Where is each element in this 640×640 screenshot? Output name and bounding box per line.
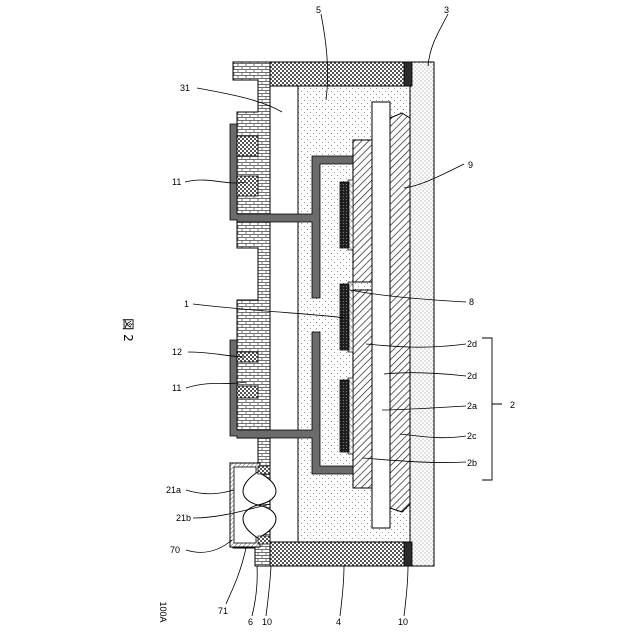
label-9: 9 (468, 160, 473, 170)
semiconductor-chip-3 (340, 380, 349, 452)
label-70: 70 (170, 545, 180, 555)
figure-reference: 100A (158, 601, 168, 622)
label-2c: 2c (467, 431, 477, 441)
sealing-strip-bottom (270, 542, 410, 566)
figure-title: 図 2 (121, 318, 135, 341)
substrate-core (372, 102, 390, 528)
terminal-fitting-2 (237, 176, 258, 196)
bonding-layer (390, 113, 410, 512)
leader-4 (340, 566, 344, 616)
leader-6 (252, 566, 257, 616)
valve-seal-bottom (258, 536, 270, 544)
leader-71 (226, 548, 246, 604)
label-2d-2: 2d (467, 371, 477, 381)
label-12: 12 (172, 347, 182, 357)
label-31: 31 (180, 83, 190, 93)
adhesive-top (404, 62, 412, 86)
label-21b: 21b (176, 513, 191, 523)
semiconductor-chip-1 (340, 182, 349, 248)
semiconductor-chip-2 (340, 284, 349, 350)
label-3: 3 (444, 5, 449, 15)
leader-10b (404, 566, 408, 616)
conductor-layer-upper (353, 140, 372, 282)
label-4: 4 (336, 617, 341, 627)
terminal-fitting-4 (237, 386, 258, 398)
label-10a: 10 (262, 617, 272, 627)
interior-gap (270, 86, 298, 542)
label-6: 6 (248, 617, 253, 627)
leader-3 (428, 14, 448, 66)
sealing-strip-top (270, 62, 410, 86)
group-bracket (482, 338, 502, 480)
label-21a: 21a (166, 485, 181, 495)
leader-70 (186, 540, 232, 552)
leader-10a (266, 566, 271, 616)
leader-21a (186, 490, 234, 494)
label-5: 5 (316, 5, 321, 15)
label-11b: 11 (172, 383, 181, 393)
label-2: 2 (510, 400, 515, 410)
label-71: 71 (218, 606, 228, 616)
label-1: 1 (184, 299, 189, 309)
adhesive-bottom (404, 542, 412, 566)
valve-seal-top (258, 466, 270, 474)
terminal-fitting-1 (237, 136, 258, 156)
base-plate (410, 62, 434, 566)
label-10b: 10 (398, 617, 408, 627)
label-2d-1: 2d (467, 339, 477, 349)
label-11a: 11 (172, 177, 181, 187)
label-2b: 2b (467, 458, 477, 468)
label-8: 8 (469, 297, 474, 307)
label-2a: 2a (467, 401, 477, 411)
